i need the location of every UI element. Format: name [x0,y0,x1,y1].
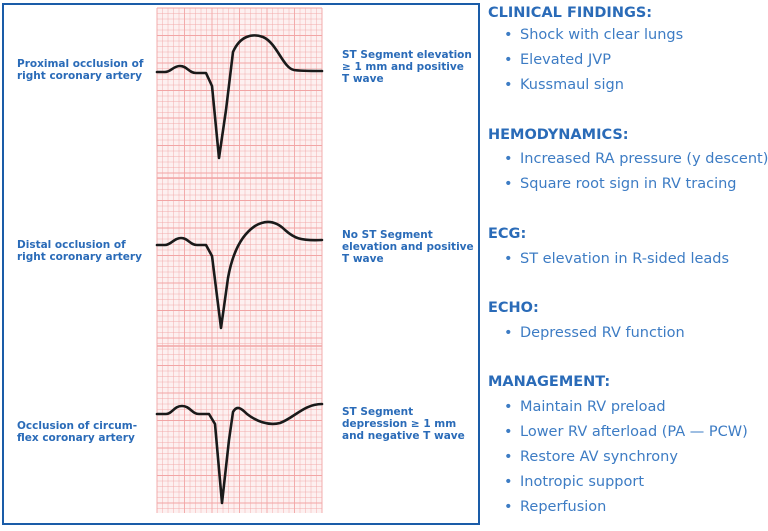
ecg-grid [156,7,323,513]
clinical-summary-panel: CLINICAL FINDINGS: •Shock with clear lun… [488,0,768,531]
list-item: •Lower RV afterload (PA — PCW) [504,424,748,440]
ecg-row-label-distal-rca: Distal occlusion of right coronary arter… [17,239,142,263]
list-item: •Maintain RV preload [504,399,666,415]
list-item: •Elevated JVP [504,52,611,68]
list-item: •Restore AV synchrony [504,449,678,465]
ecg-trace-distal-rca [155,220,324,330]
list-item: •Reperfusion [504,499,607,515]
section-title-hemodynamics: HEMODYNAMICS: [488,127,629,143]
section-title-management: MANAGEMENT: [488,374,611,390]
list-item: •Square root sign in RV tracing [504,176,737,192]
list-item: •Depressed RV function [504,325,685,341]
ecg-row-label-proximal-rca: Proximal occlusion of right coronary art… [17,58,144,82]
ecg-row-description-distal-rca: No ST Segment elevation and positive T w… [342,229,474,265]
section-title-ecg: ECG: [488,226,527,242]
ecg-trace-proximal-rca [155,34,324,160]
list-item: •Increased RA pressure (y descent) [504,151,768,167]
list-item: •Kussmaul sign [504,77,624,93]
section-title-echo: ECHO: [488,300,539,316]
list-item: •Inotropic support [504,474,645,490]
list-item: •Shock with clear lungs [504,27,684,43]
ecg-trace-circumflex [155,402,324,505]
ecg-strips [155,7,324,513]
ecg-row-description-proximal-rca: ST Segment elevation ≥ 1 mm and positive… [342,49,472,85]
list-item: •ST elevation in R-sided leads [504,251,730,267]
section-title-clinical-findings: CLINICAL FINDINGS: [488,5,653,21]
ecg-row-description-circumflex: ST Segment depression ≥ 1 mm and negativ… [342,406,465,442]
ecg-row-label-circumflex: Occlusion of circum-flex coronary artery [17,420,138,444]
